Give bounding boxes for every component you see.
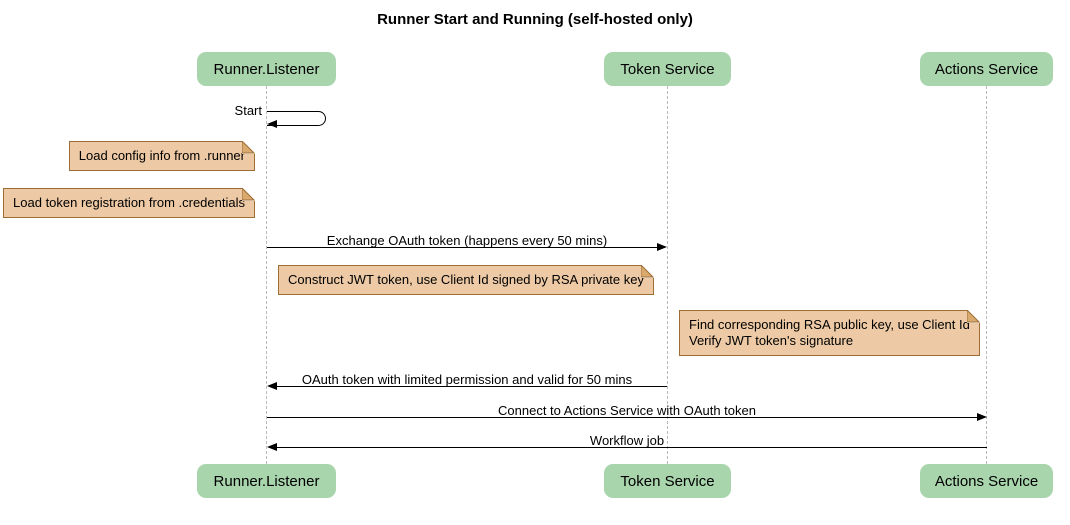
- diagram-title: Runner Start and Running (self-hosted on…: [377, 11, 693, 28]
- actor-label: Actions Service: [934, 60, 1039, 78]
- actor-top-actions-service: Actions Service: [920, 52, 1053, 86]
- note-fold-icon: [241, 186, 256, 201]
- actor-label: Runner.Listener: [213, 60, 320, 78]
- note-text-line1: Find corresponding RSA public key, use C…: [689, 317, 970, 332]
- actor-top-token-service: Token Service: [604, 52, 731, 86]
- note-text: Load config info from .runner: [78, 148, 245, 163]
- note-verify-jwt: Find corresponding RSA public key, use C…: [679, 308, 981, 356]
- actor-label: Actions Service: [934, 472, 1039, 490]
- message-line: [267, 417, 979, 418]
- message-label-start: Start: [234, 103, 262, 118]
- message-label-exchange-oauth: Exchange OAuth token (happens every 50 m…: [326, 233, 608, 248]
- message-line: [275, 386, 667, 387]
- actor-label: Token Service: [620, 472, 715, 490]
- note-text: Construct JWT token, use Client Id signe…: [288, 272, 644, 287]
- actor-label: Token Service: [620, 60, 715, 78]
- arrowhead-left-icon: [267, 382, 277, 390]
- actor-label: Runner.Listener: [213, 472, 320, 490]
- lifeline-runner-listener: [266, 86, 267, 464]
- actor-bottom-actions-service: Actions Service: [920, 464, 1053, 498]
- message-line: [275, 447, 987, 448]
- note-text: Load token registration from .credential…: [13, 195, 245, 210]
- actor-bottom-token-service: Token Service: [604, 464, 731, 498]
- arrowhead-left-icon: [267, 443, 277, 451]
- note-text-line2: Verify JWT token's signature: [689, 333, 854, 348]
- arrowhead-right-icon: [657, 243, 667, 251]
- message-label-workflow-job: Workflow job: [589, 433, 665, 448]
- lifeline-actions-service: [986, 86, 987, 464]
- note-load-token-registration: Load token registration from .credential…: [3, 186, 256, 218]
- message-label-oauth-token-return: OAuth token with limited permission and …: [301, 372, 633, 387]
- arrowhead-left-icon: [267, 120, 277, 128]
- message-line: [267, 247, 659, 248]
- note-fold-icon: [241, 139, 256, 154]
- self-message-loop: [267, 111, 326, 126]
- arrowhead-right-icon: [977, 413, 987, 421]
- lifeline-token-service: [667, 86, 668, 464]
- note-load-config: Load config info from .runner: [68, 139, 256, 171]
- note-construct-jwt: Construct JWT token, use Client Id signe…: [278, 263, 655, 295]
- note-fold-icon: [966, 308, 981, 323]
- actor-bottom-runner-listener: Runner.Listener: [197, 464, 336, 498]
- note-fold-icon: [640, 263, 655, 278]
- message-label-connect-actions: Connect to Actions Service with OAuth to…: [498, 403, 756, 418]
- actor-top-runner-listener: Runner.Listener: [197, 52, 336, 86]
